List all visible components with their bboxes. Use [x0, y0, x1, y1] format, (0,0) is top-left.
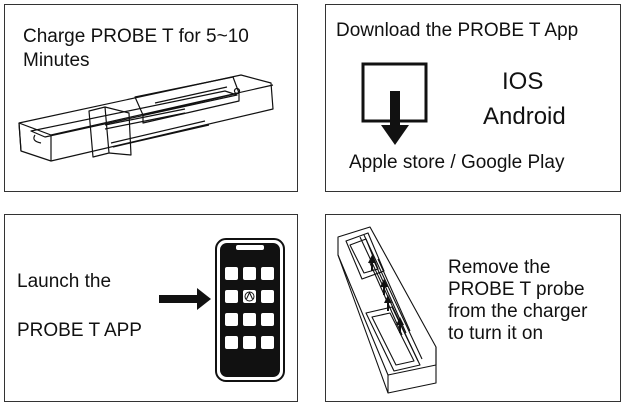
download-title: Download the PROBE T App [336, 20, 579, 41]
download-arrow-icon [361, 62, 428, 145]
app-stores: Apple store / Google Play [349, 152, 565, 173]
right-arrow-icon [159, 288, 211, 310]
os-ios: IOS [502, 68, 544, 95]
probe-charger-illustration [337, 226, 437, 394]
charge-text-line1: Charge PROBE T for 5~10 [23, 26, 249, 47]
charge-text-line2: Minutes [23, 50, 90, 71]
charger-illustration [18, 74, 274, 162]
step-charge-panel: Charge PROBE T for 5~10 Minutes [4, 4, 298, 192]
step-download-panel: Download the PROBE T App IOS Android App… [325, 4, 621, 192]
remove-text-line4: to turn it on [448, 323, 544, 344]
step-remove-panel: Remove the PROBE T probe from the charge… [325, 214, 621, 402]
step-launch-panel: Launch the PROBE T APP [4, 214, 298, 402]
remove-text-line1: Remove the [448, 257, 551, 278]
smartphone-icon [215, 238, 285, 382]
launch-text-line2: PROBE T APP [17, 320, 142, 341]
launch-text-line1: Launch the [17, 271, 112, 292]
os-android: Android [483, 103, 566, 130]
remove-text-line3: from the charger [448, 301, 588, 322]
remove-text-line2: PROBE T probe [448, 279, 585, 300]
